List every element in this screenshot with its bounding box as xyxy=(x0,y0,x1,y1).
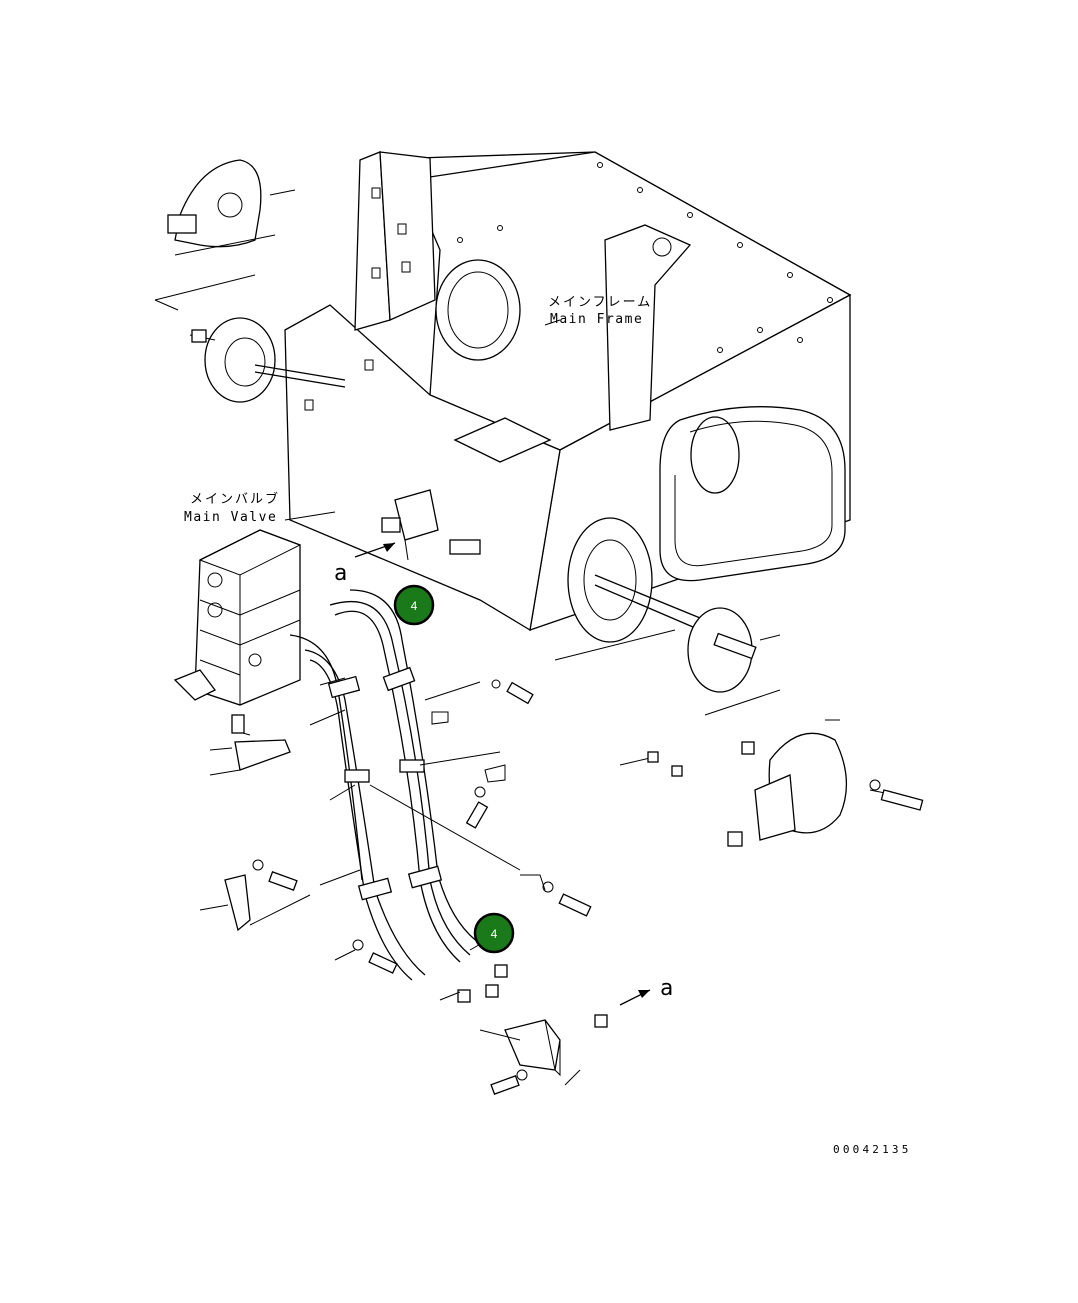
callout-badge[interactable]: 4 xyxy=(473,912,515,954)
main-valve-label-en: Main Valve xyxy=(184,510,277,525)
main-valve-label-jp: メインバルブ xyxy=(190,491,280,507)
right-flange-pin-assembly xyxy=(554,517,757,693)
callout-badge-circle xyxy=(473,912,515,954)
callout-badge-label: 4 xyxy=(411,599,418,613)
right-bracket-assembly xyxy=(619,689,924,847)
top-left-flange-assembly xyxy=(154,159,296,311)
main-frame-leader xyxy=(544,319,561,326)
left-flange-assembly xyxy=(189,317,346,403)
main-frame-label-jp: メインフレーム xyxy=(548,295,652,310)
main-valve-drawing xyxy=(173,529,302,736)
main-valve-leader xyxy=(284,511,336,521)
drawing-number: 00042135 xyxy=(833,1143,912,1156)
view-marker-a-bottom: a xyxy=(660,976,673,1001)
lower-end-bracket xyxy=(457,964,651,1077)
leader-lines xyxy=(199,634,840,1086)
fasteners xyxy=(224,679,592,1095)
main-frame-drawing xyxy=(284,151,852,632)
hose-bundle xyxy=(289,589,483,981)
callout-badge-label: 4 xyxy=(491,927,498,941)
center-connector-block xyxy=(354,489,481,561)
callout-badge-circle xyxy=(393,584,435,626)
callout-badge[interactable]: 4 xyxy=(393,584,435,626)
main-frame-label-en: Main Frame xyxy=(550,312,643,327)
view-marker-a-top: a xyxy=(334,561,347,586)
